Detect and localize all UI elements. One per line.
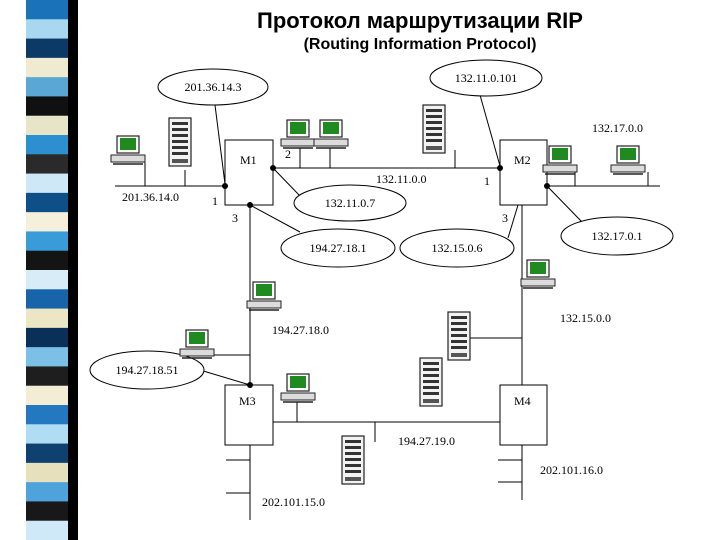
address-callout [399, 228, 515, 268]
router-m3-label: M3 [239, 394, 256, 408]
stripe-block [26, 231, 68, 252]
stripe-block [26, 308, 68, 329]
address-callout [560, 216, 674, 256]
interface-dot [222, 183, 228, 189]
stripe-block [26, 385, 68, 406]
address-callout-text: 132.11.0.101 [455, 71, 518, 85]
callout-leader [507, 204, 519, 239]
address-callout [157, 68, 269, 106]
port-label: 1 [484, 174, 490, 188]
stripe-block [26, 327, 68, 348]
stripe-block [26, 501, 68, 522]
port-label: 1 [212, 194, 218, 208]
address-callout-text: 132.17.0.1 [592, 229, 643, 243]
stripe-block [26, 0, 68, 20]
page-subtitle: (Routing Information Protocol) [303, 36, 537, 53]
stripe-block [26, 366, 68, 387]
stripe-block [26, 424, 68, 445]
stripe-block [26, 270, 68, 290]
workstation-icon [313, 119, 349, 149]
stripe-block [26, 154, 68, 175]
stripe-block [26, 443, 68, 464]
stripe-block [26, 57, 68, 78]
server-icon [447, 311, 471, 361]
stripe-block [26, 347, 68, 367]
network-label: 202.101.15.0 [262, 495, 325, 509]
workstation-icon [280, 373, 316, 403]
workstation-icon [610, 145, 646, 175]
network-label: 202.101.16.0 [540, 463, 603, 477]
stripe-block [26, 405, 68, 425]
address-callout [293, 184, 407, 222]
stripe-block [26, 250, 68, 271]
workstation-icon [110, 135, 146, 165]
network-label: 201.36.14.0 [122, 190, 179, 204]
stripe-block [26, 520, 68, 540]
address-callout-text: 132.15.0.6 [432, 241, 483, 255]
server-icon [419, 357, 443, 407]
network-label: 132.17.0.0 [592, 121, 643, 135]
stripe-block [26, 173, 68, 194]
network-label: 132.11.0.0 [376, 172, 427, 186]
router-m1-label: M1 [240, 153, 257, 167]
address-callout-text: 194.27.18.51 [116, 363, 179, 377]
stripe-block [26, 192, 68, 213]
callout-leader [272, 167, 301, 197]
workstation-icon [280, 119, 316, 149]
workstation-icon [542, 145, 578, 175]
router-m2 [499, 139, 548, 206]
stripe-block [26, 462, 68, 483]
address-callout [429, 59, 543, 97]
decorative-stripe-band [0, 0, 80, 540]
interface-dot [497, 165, 503, 171]
callout-leader [546, 185, 583, 223]
port-label: 3 [232, 211, 238, 225]
callout-leader [249, 204, 301, 233]
server-icon [168, 117, 192, 167]
stripe-block [26, 482, 68, 502]
page-title: Протокол маршрутизации RIP [257, 8, 583, 33]
stripe-block [26, 115, 68, 136]
address-callout-text: 194.27.18.1 [310, 241, 367, 255]
network-label: 194.27.19.0 [398, 434, 455, 448]
stripe-block [26, 38, 68, 59]
callout-leader [199, 369, 251, 386]
network-label: 194.27.18.0 [272, 323, 329, 337]
address-callout-text: 201.36.14.3 [185, 80, 242, 94]
callout-leader [214, 104, 226, 185]
stripe-block [26, 77, 68, 97]
workstation-icon [179, 329, 215, 359]
stripe-block [26, 19, 68, 40]
network-label: 132.15.0.0 [560, 311, 611, 325]
workstation-icon [246, 281, 282, 311]
stripe-block [26, 212, 68, 232]
router-m1 [224, 139, 274, 206]
address-callout [280, 228, 396, 268]
server-icon [422, 104, 446, 154]
workstation-icon [520, 259, 556, 289]
address-callout-text: 132.11.0.7 [325, 196, 376, 210]
stripe-block [26, 289, 68, 310]
address-callout [89, 350, 205, 390]
stripe-block [26, 135, 68, 155]
router-m2-label: M2 [514, 153, 531, 167]
router-m4 [499, 384, 548, 446]
router-m4-label: M4 [514, 394, 531, 408]
port-label: 2 [285, 147, 291, 161]
callout-leader [479, 94, 501, 167]
stripe-block [26, 96, 68, 117]
port-label: 3 [502, 211, 508, 225]
server-icon [341, 435, 365, 485]
